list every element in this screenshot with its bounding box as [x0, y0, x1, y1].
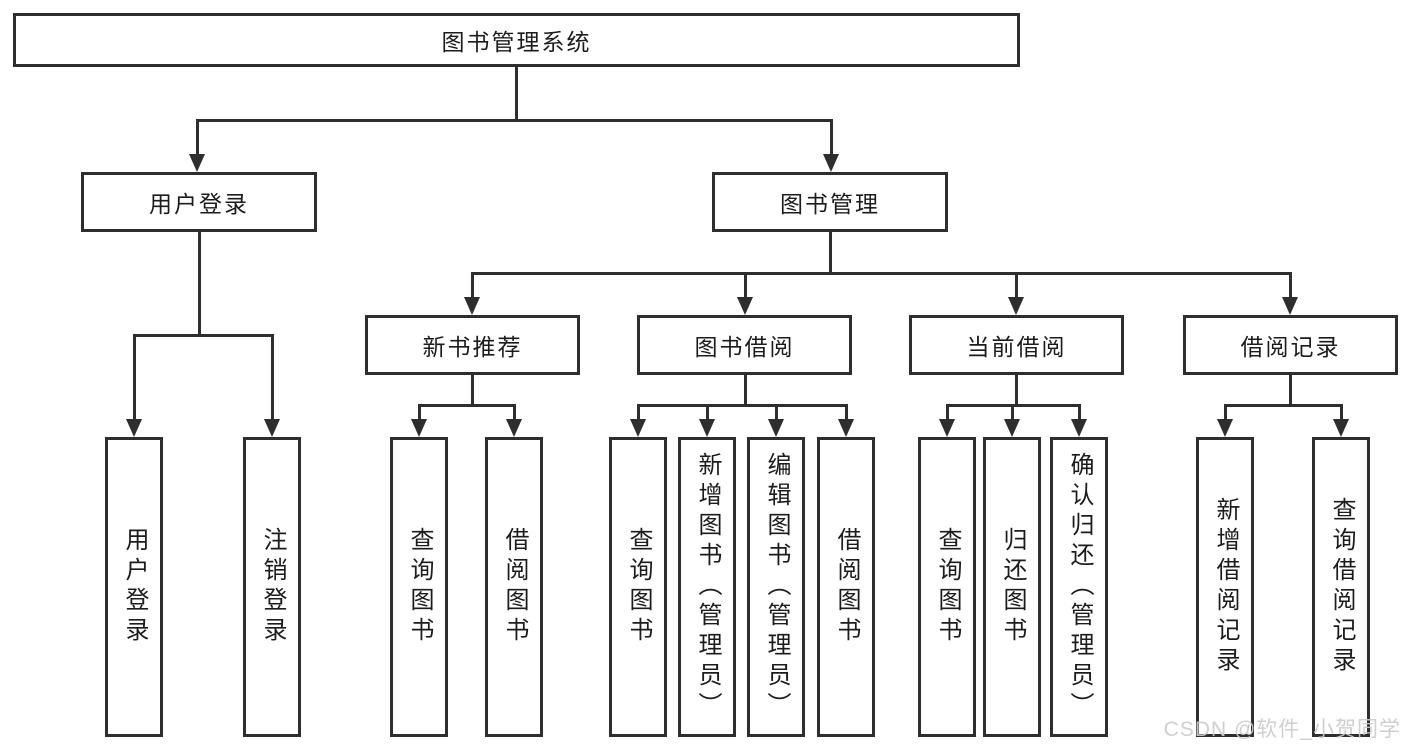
- connector-drop-module: [1289, 272, 1292, 299]
- connector-user-login-branch: [133, 334, 274, 337]
- connector-drop-module: [471, 272, 474, 299]
- connector-leaf-branch: [418, 404, 516, 407]
- leaf-label: 确认归还（管理员）: [1066, 452, 1093, 722]
- connector-leaf-branch: [1224, 404, 1343, 407]
- arrowhead-down-icon: [838, 419, 854, 437]
- arrowhead-down-icon: [768, 419, 784, 437]
- connector-drop-leaf: [706, 404, 709, 421]
- arrowhead-down-icon: [823, 154, 839, 172]
- node-label: 图书借阅: [694, 334, 795, 360]
- connector-root-trunk: [515, 67, 518, 120]
- leaf-label: 新增借阅记录: [1212, 497, 1239, 677]
- arrowhead-down-icon: [1333, 419, 1349, 437]
- leaf-borrow-books-recommend: 借阅图书: [485, 437, 543, 737]
- node-library-management-system: 图书管理系统: [13, 13, 1020, 67]
- leaf-label: 查询借阅记录: [1328, 497, 1355, 677]
- leaf-query-books-borrowing: 查询图书: [609, 437, 667, 737]
- arrowhead-down-icon: [1004, 419, 1020, 437]
- arrowhead-down-icon: [189, 154, 205, 172]
- leaf-label: 归还图书: [999, 527, 1026, 647]
- connector-module-trunk: [1289, 373, 1292, 406]
- leaf-label: 注销登录: [259, 527, 286, 647]
- arrowhead-down-icon: [939, 419, 955, 437]
- arrowhead-down-icon: [264, 419, 280, 437]
- connector-user-login-trunk: [198, 230, 201, 336]
- arrowhead-down-icon: [630, 419, 646, 437]
- node-label: 用户登录: [149, 191, 249, 217]
- connector-drop-module: [1015, 272, 1018, 299]
- leaf-edit-book-admin: 编辑图书（管理员）: [747, 437, 805, 737]
- leaf-label: 借阅图书: [501, 527, 528, 647]
- node-current-borrowing: 当前借阅: [909, 315, 1124, 375]
- leaf-label: 编辑图书（管理员）: [763, 452, 790, 722]
- connector-drop-leaf: [946, 404, 949, 421]
- leaf-label: 查询图书: [406, 527, 433, 647]
- leaf-label: 借阅图书: [833, 527, 860, 647]
- arrowhead-down-icon: [126, 419, 142, 437]
- node-book-borrowing: 图书借阅: [637, 315, 852, 375]
- connector-drop-leaf: [637, 404, 640, 421]
- connector-leaf-branch: [637, 404, 848, 407]
- connector-drop-leaf: [271, 334, 274, 420]
- connector-drop-leaf: [775, 404, 778, 421]
- leaf-label: 查询图书: [625, 527, 652, 647]
- node-label: 新书推荐: [422, 334, 523, 360]
- leaf-borrow-books-borrowing: 借阅图书: [817, 437, 875, 737]
- connector-book-management-trunk: [829, 230, 832, 274]
- csdn-watermark: CSDN @软件_小贺同学: [1163, 718, 1401, 741]
- connector-module-trunk: [1015, 373, 1018, 406]
- arrowhead-down-icon: [1282, 297, 1298, 315]
- connector-drop-leaf: [513, 404, 516, 421]
- connector-drop-leaf: [845, 404, 848, 421]
- leaf-logout: 注销登录: [243, 437, 301, 737]
- node-label: 当前借阅: [966, 334, 1067, 360]
- connector-drop-book-management: [830, 119, 833, 155]
- leaf-add-book-admin: 新增图书（管理员）: [678, 437, 736, 737]
- node-borrowing-records: 借阅记录: [1183, 315, 1398, 375]
- leaf-user-login: 用户登录: [105, 437, 163, 737]
- arrowhead-down-icon: [699, 419, 715, 437]
- node-label: 借阅记录: [1240, 334, 1341, 360]
- arrowhead-down-icon: [737, 297, 753, 315]
- connector-modules-branch: [471, 272, 1292, 275]
- arrowhead-down-icon: [464, 297, 480, 315]
- leaf-label: 用户登录: [121, 527, 148, 647]
- leaf-return-book: 归还图书: [983, 437, 1041, 737]
- leaf-add-borrow-record: 新增借阅记录: [1196, 437, 1254, 737]
- leaf-query-borrow-record: 查询借阅记录: [1312, 437, 1370, 737]
- node-label: 图书管理: [780, 191, 880, 217]
- connector-drop-leaf: [1078, 404, 1081, 421]
- connector-module-trunk: [471, 373, 474, 406]
- node-new-book-recommendation: 新书推荐: [365, 315, 580, 375]
- leaf-confirm-return-admin: 确认归还（管理员）: [1050, 437, 1108, 737]
- leaf-query-books-current: 查询图书: [918, 437, 976, 737]
- connector-drop-leaf: [133, 334, 136, 420]
- node-book-management: 图书管理: [712, 172, 948, 232]
- arrowhead-down-icon: [506, 419, 522, 437]
- connector-drop-leaf: [418, 404, 421, 421]
- arrowhead-down-icon: [1217, 419, 1233, 437]
- connector-drop-user-login: [196, 119, 199, 155]
- arrowhead-down-icon: [411, 419, 427, 437]
- leaf-label: 查询图书: [934, 527, 961, 647]
- node-user-login: 用户登录: [81, 172, 317, 232]
- node-label: 图书管理系统: [441, 29, 592, 55]
- leaf-label: 新增图书（管理员）: [694, 452, 721, 722]
- connector-drop-leaf: [1224, 404, 1227, 421]
- connector-level2-branch: [196, 119, 833, 122]
- arrowhead-down-icon: [1008, 297, 1024, 315]
- connector-drop-leaf: [1340, 404, 1343, 421]
- connector-drop-module: [744, 272, 747, 299]
- connector-module-trunk: [744, 373, 747, 406]
- arrowhead-down-icon: [1071, 419, 1087, 437]
- connector-drop-leaf: [1011, 404, 1014, 421]
- leaf-query-books-recommend: 查询图书: [390, 437, 448, 737]
